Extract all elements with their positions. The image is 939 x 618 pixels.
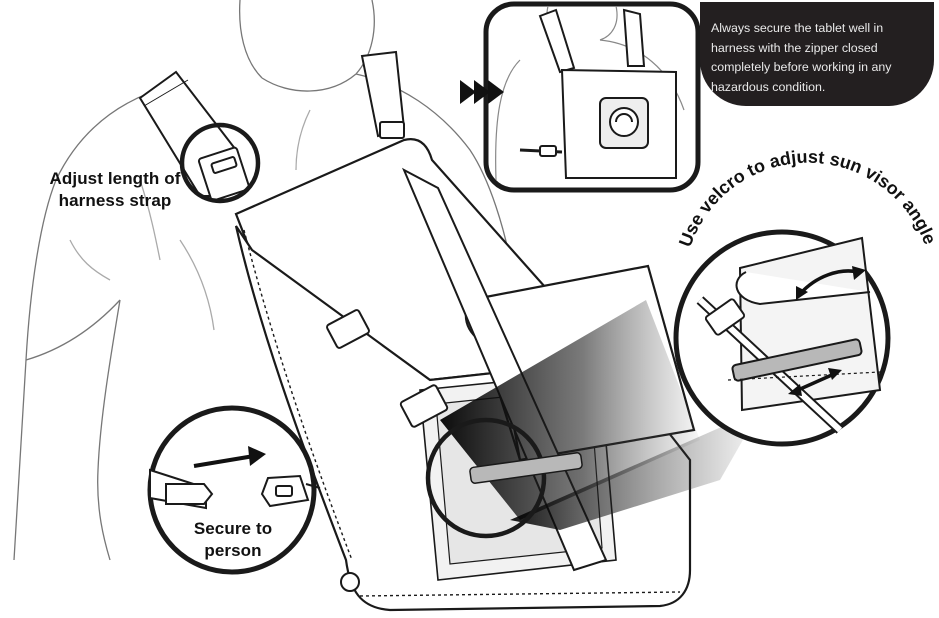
visor-velcro-magnifier xyxy=(425,417,547,539)
secure-person-inset xyxy=(147,405,321,575)
warning-note-text: Always secure the tablet well in harness… xyxy=(711,19,926,97)
closed-case-inset xyxy=(483,1,701,193)
note-line: Always secure the tablet well in xyxy=(711,21,884,35)
note-line: harness with the zipper closed xyxy=(711,40,878,55)
buckle-icon xyxy=(197,121,405,202)
warning-note-box xyxy=(700,2,934,106)
triple-arrow-icon xyxy=(460,80,504,104)
note-line: completely before working in any xyxy=(711,60,892,75)
harness-strap-callout: Adjust length of harness strap xyxy=(42,168,188,212)
sun-visor-inset xyxy=(673,229,891,447)
harness-strap-line-1: Adjust length of xyxy=(49,169,181,188)
harness-strap-line-2: harness strap xyxy=(58,191,172,210)
velcro-strip xyxy=(469,452,583,484)
secure-person-line-2: person xyxy=(204,541,262,560)
visor-magnifier-beam-lower xyxy=(510,410,760,530)
right-arrow-icon xyxy=(193,446,266,468)
note-line: hazardous condition. xyxy=(711,79,826,94)
buckle-icon xyxy=(165,474,310,508)
secure-person-line-1: Secure to xyxy=(193,519,273,538)
secure-person-callout: Secure to person xyxy=(178,518,288,562)
harness-strap-magnifier xyxy=(179,122,261,204)
